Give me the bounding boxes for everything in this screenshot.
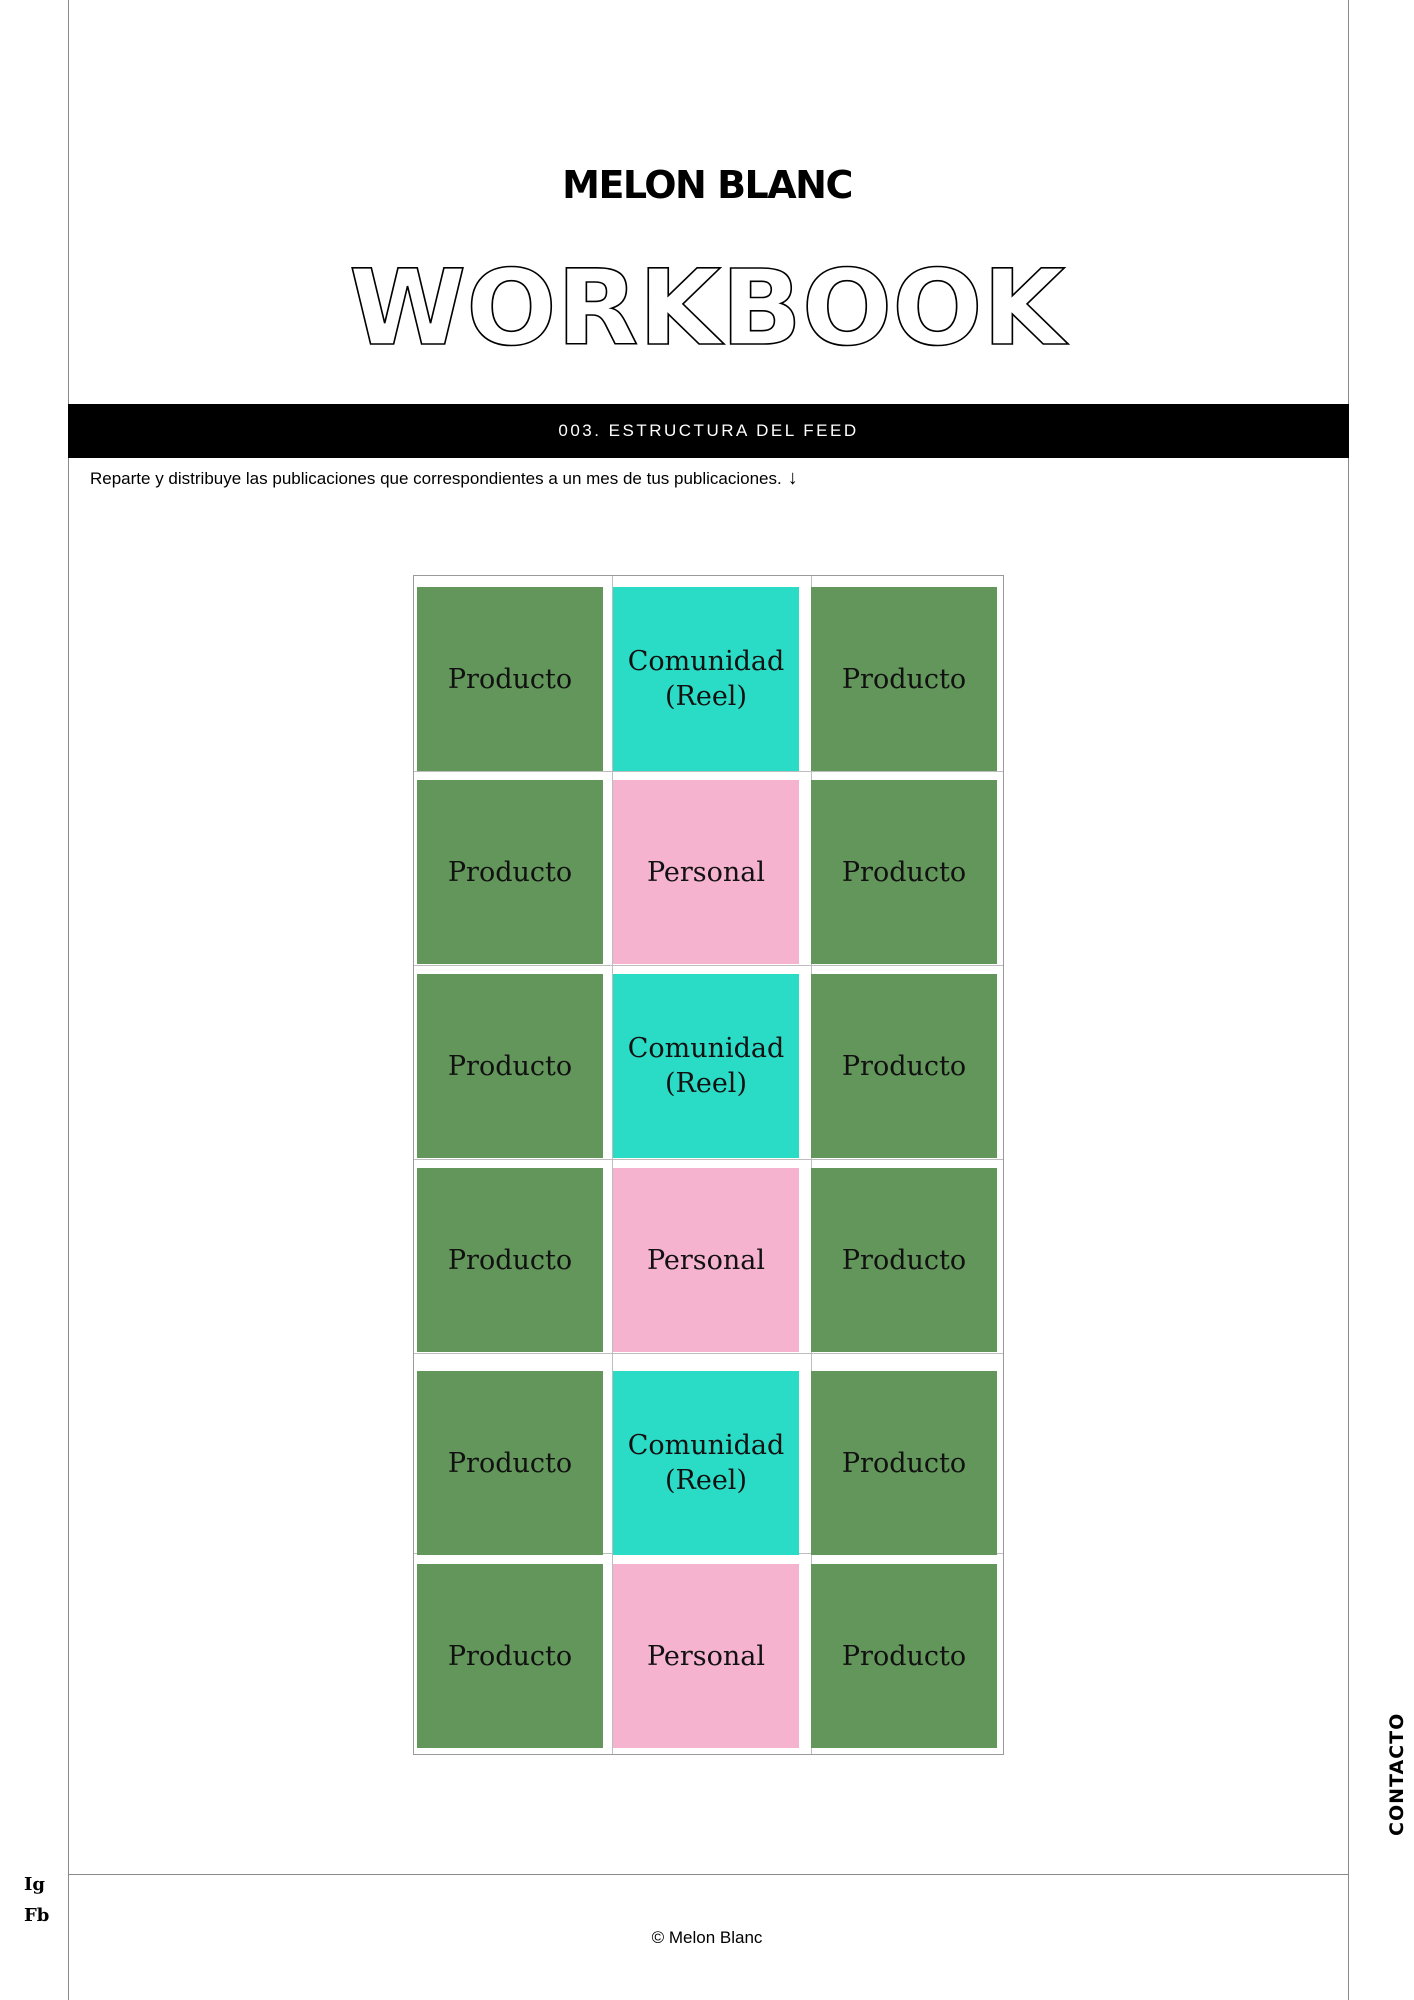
feed-tile-label: Personal: [646, 1640, 766, 1672]
feed-tile-label: Producto: [447, 1244, 573, 1276]
copyright-footer: © Melon Blanc: [651, 1928, 763, 1947]
grid-row-divider: [414, 771, 1003, 772]
feed-tile-comunidad: Comunidad (Reel): [613, 1371, 799, 1555]
feed-tile-label: Comunidad (Reel): [627, 646, 785, 712]
instruction-label: Reparte y distribuye las publicaciones q…: [90, 469, 782, 488]
brand-name: MELON BLANC: [562, 163, 853, 207]
instruction-text: Reparte y distribuye las publicaciones q…: [90, 467, 798, 490]
section-title: 003. ESTRUCTURA DEL FEED: [558, 421, 859, 440]
feed-tile-producto: Producto: [417, 1564, 603, 1748]
feed-tile-producto: Producto: [811, 1168, 997, 1352]
feed-tile-label: Producto: [841, 1050, 967, 1082]
right-frame-line: [1348, 0, 1349, 2000]
feed-tile-label: Producto: [841, 1244, 967, 1276]
grid-column-divider: [612, 576, 613, 1754]
feed-tile-label: Producto: [447, 856, 573, 888]
feed-tile-personal: Personal: [613, 780, 799, 964]
feed-tile-personal: Personal: [613, 1564, 799, 1748]
feed-tile-label: Producto: [841, 663, 967, 695]
feed-tile-comunidad: Comunidad (Reel): [613, 587, 799, 771]
section-header-bar: 003. ESTRUCTURA DEL FEED: [68, 404, 1349, 458]
feed-tile-label: Personal: [646, 1244, 766, 1276]
feed-tile-label: Producto: [447, 1447, 573, 1479]
feed-tile-label: Comunidad (Reel): [627, 1033, 785, 1099]
feed-tile-label: Producto: [841, 1640, 967, 1672]
feed-tile-comunidad: Comunidad (Reel): [613, 974, 799, 1158]
workbook-title: WORKBOOK: [0, 248, 1414, 358]
feed-tile-label: Comunidad (Reel): [627, 1430, 785, 1496]
feed-tile-label: Producto: [841, 1447, 967, 1479]
feed-tile-label: Producto: [447, 1640, 573, 1672]
facebook-link[interactable]: Fb: [24, 1905, 50, 1926]
feed-tile-producto: Producto: [811, 974, 997, 1158]
contact-link[interactable]: CONTACTO: [1386, 1712, 1408, 1836]
feed-tile-producto: Producto: [811, 780, 997, 964]
feed-tile-producto: Producto: [417, 1371, 603, 1555]
left-frame-line: [68, 0, 69, 2000]
feed-tile-label: Producto: [841, 856, 967, 888]
footer-divider: [68, 1874, 1349, 1875]
feed-tile-producto: Producto: [811, 587, 997, 771]
feed-tile-producto: Producto: [417, 780, 603, 964]
feed-tile-producto: Producto: [811, 1371, 997, 1555]
feed-tile-label: Personal: [646, 856, 766, 888]
feed-tile-producto: Producto: [417, 587, 603, 771]
grid-row-divider: [414, 1353, 1003, 1354]
grid-column-divider: [811, 576, 812, 1754]
feed-tile-producto: Producto: [417, 974, 603, 1158]
grid-row-divider: [414, 965, 1003, 966]
feed-tile-producto: Producto: [811, 1564, 997, 1748]
arrow-down-icon: ↓: [787, 467, 798, 489]
workbook-title-text: WORKBOOK: [349, 248, 1068, 358]
feed-tile-producto: Producto: [417, 1168, 603, 1352]
instagram-link[interactable]: Ig: [24, 1874, 46, 1895]
feed-tile-personal: Personal: [613, 1168, 799, 1352]
grid-row-divider: [414, 1159, 1003, 1160]
feed-tile-label: Producto: [447, 1050, 573, 1082]
feed-tile-label: Producto: [447, 663, 573, 695]
